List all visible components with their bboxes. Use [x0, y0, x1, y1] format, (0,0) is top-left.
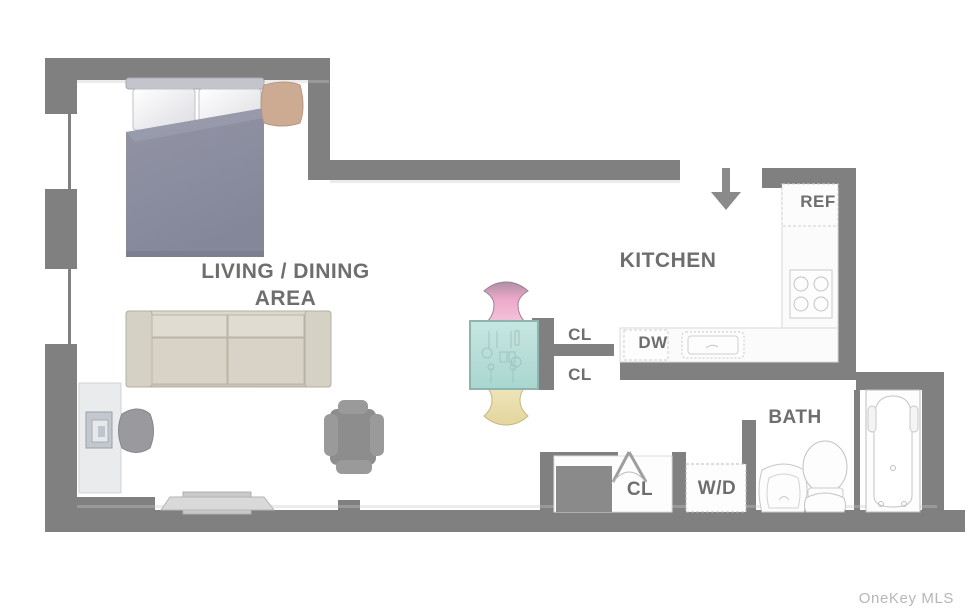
closet-label-3: CL [626, 479, 654, 500]
washer-dryer-fixture [685, 463, 747, 513]
sofa-furniture [125, 310, 332, 388]
mls-watermark: OneKey MLS [858, 590, 954, 607]
room-label-kitchen: KITCHEN [619, 249, 717, 272]
armchair-furniture [324, 400, 384, 474]
closet-label-2: CL [568, 365, 592, 384]
bath-sink-fixture [758, 463, 808, 513]
room-label-living-dining: LIVING / DINING AREA [178, 258, 393, 312]
bath-fixtures [758, 389, 921, 513]
nightstand-furniture [260, 81, 304, 127]
toilet-fixture [802, 440, 848, 513]
bench-furniture [160, 491, 276, 515]
living-dining-line1: LIVING / DINING [201, 260, 370, 283]
living-dining-line2: AREA [254, 287, 317, 310]
range-stove-fixture [789, 269, 833, 319]
bathtub-fixture [865, 389, 921, 513]
tv-console-furniture [78, 382, 122, 494]
kitchen-sink-fixture [681, 331, 745, 359]
kitchen-counters [619, 183, 839, 363]
dining-set-furniture [469, 281, 539, 426]
room-label-bath: BATH [768, 407, 822, 428]
closet-door-swing [553, 451, 673, 513]
closet-label-1: CL [568, 325, 592, 344]
walls [45, 58, 965, 532]
entry-arrow-icon [711, 168, 741, 210]
appliance-label-washer-dryer: W/D [697, 478, 737, 499]
bed-furniture [125, 77, 265, 257]
ottoman-furniture [118, 408, 154, 453]
appliance-label-refrigerator: REF [800, 192, 836, 211]
appliance-label-dishwasher: DW [638, 333, 668, 352]
